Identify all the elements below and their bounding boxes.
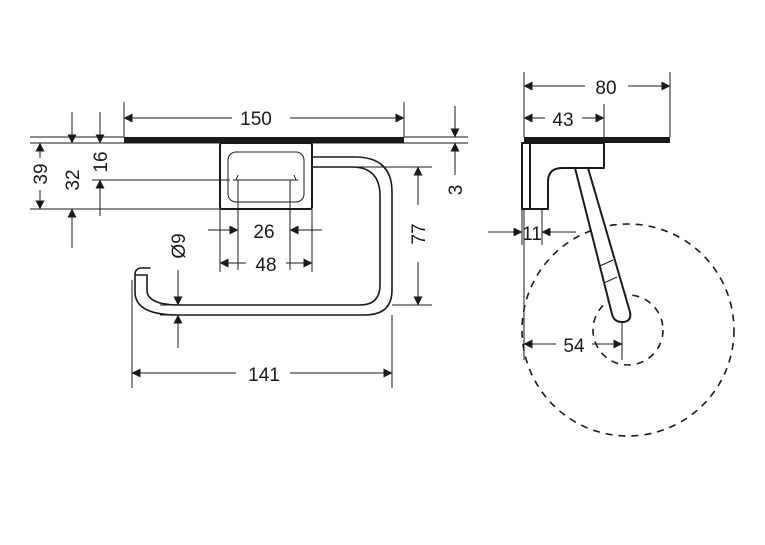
dim-16: 16 (91, 151, 112, 172)
side-shelf (524, 137, 670, 143)
dim-3: 3 (446, 185, 467, 196)
dim-141: 141 (248, 365, 280, 386)
dim-80: 80 (595, 78, 616, 99)
dim-48: 48 (255, 255, 276, 276)
paper-roll-outline (521, 223, 735, 437)
side-view: 80 43 11 54 (488, 72, 735, 437)
paper-roll-core (592, 294, 664, 366)
dim-11: 11 (522, 224, 542, 245)
front-view: 150 39 32 16 3 26 48 (30, 102, 468, 388)
dim-150: 150 (240, 109, 272, 130)
side-rod (574, 167, 632, 323)
dim-77: 77 (409, 223, 430, 244)
dim-32: 32 (63, 169, 84, 190)
shelf-plate (124, 137, 404, 143)
dim-43: 43 (552, 110, 573, 131)
mount-block (219, 142, 313, 210)
dim-39: 39 (31, 163, 52, 184)
dim-54: 54 (563, 336, 585, 357)
dim-diameter-9: Ø9 (169, 233, 190, 258)
dim-26: 26 (253, 222, 274, 243)
mount-insert (227, 151, 305, 203)
holder-arm (134, 156, 393, 316)
